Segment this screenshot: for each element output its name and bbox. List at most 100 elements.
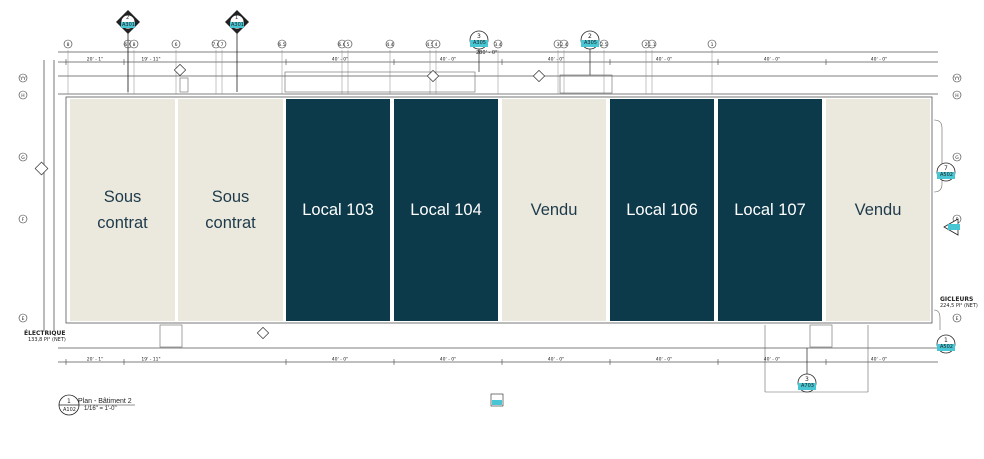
callout-a301-1[interactable] (225, 10, 249, 92)
plan-scale: 1/16" = 1'-0" (84, 406, 117, 412)
callout-a305-2-num: 2 (588, 33, 592, 40)
elevation-marker-right[interactable] (943, 218, 960, 236)
left-grid-bubble (18, 214, 28, 224)
unit-1-label: Sous contrat (97, 188, 148, 232)
plan-ref-sheet: A102 (63, 407, 76, 413)
unit-5[interactable]: Vendu (502, 99, 606, 321)
callout-a301-1-num: 1 (235, 15, 239, 21)
electrique-room-area: 133,8 PI² (NET) (28, 337, 66, 343)
unit-3[interactable]: Local 103 (286, 99, 390, 321)
grid-bubble-label: 7 (221, 42, 224, 48)
grid-bubble (493, 39, 503, 49)
unit-4-label: Local 104 (410, 201, 482, 219)
grid-bubble-label: 1 (711, 42, 714, 48)
callout-a305-3[interactable] (469, 30, 489, 72)
grid-bubble (559, 39, 569, 49)
grid-bubble-label: 3.4 (494, 42, 501, 48)
grid-bubble-label: 7.6 (212, 42, 219, 48)
dimension-label: 20' - 1" (87, 57, 103, 63)
dimension-label: 20' - 1" (87, 357, 103, 363)
unit-2[interactable]: Sous contrat (178, 99, 283, 321)
unit-7[interactable]: Local 107 (718, 99, 822, 321)
unit-7-label: Local 107 (734, 201, 806, 219)
dimension-label: 19' - 11" (141, 57, 160, 63)
grid-bubble-label: 4 (435, 42, 438, 48)
dimension-label: 40' - 0" (656, 57, 672, 63)
dimension-label: 19' - 11" (141, 357, 160, 363)
callout-a502-1[interactable] (936, 334, 956, 354)
right-grid-bubble-label: E (956, 316, 959, 322)
callout-a703-3-sheet: A703 (801, 383, 814, 389)
unit-1[interactable]: Sous contrat (70, 99, 175, 321)
left-grid-bubble-label: H (21, 93, 24, 99)
callout-a305-2-sheet: A305 (584, 40, 597, 46)
grid-bubble-label: 5 (347, 42, 350, 48)
dimension-label: 40' - 0" (871, 357, 887, 363)
unit-6-label: Local 106 (626, 201, 698, 219)
grid-bubble-label: 3 (557, 42, 560, 48)
callout-a502-7[interactable] (936, 162, 956, 182)
grid-bubble-label: 2.5 (600, 42, 607, 48)
left-grid-bubble (18, 73, 28, 83)
overall-dimension: 280' - 0" (476, 50, 498, 56)
grid-bubble-label: 6 (175, 42, 178, 48)
dimension-label: 40' - 0" (656, 357, 672, 363)
unit-3-label: Local 103 (302, 201, 374, 219)
gicleurs-room-area: 224,5 PI² (NET) (940, 303, 978, 309)
left-grid-bubble-label: YY (19, 76, 26, 82)
callout-a305-2[interactable] (580, 30, 600, 75)
dimension-label: 40' - 0" (764, 57, 780, 63)
callout-a301-2[interactable] (116, 10, 140, 92)
callout-a305-3-num: 3 (477, 33, 481, 40)
grid-bubbles: 86.9867.676.56.654.44.543.432.42.521.11 (63, 39, 717, 49)
grid-bubble (599, 39, 609, 49)
left-grid-bubble-label: F (22, 217, 25, 223)
callout-a703-3-num: 3 (805, 376, 809, 383)
right-grid-bubble (952, 73, 962, 83)
grid-bubble (431, 39, 441, 49)
top-dimensions: 20' - 1" 19' - 11" 40' - 0" 40' - 0" 40' - 0… (65, 57, 887, 65)
grid-bubble (343, 39, 353, 49)
unit-8[interactable]: Vendu (826, 99, 930, 321)
grid-bubble (171, 39, 181, 49)
unit-6[interactable]: Local 106 (610, 99, 714, 321)
unit-5-label: Vendu (530, 201, 578, 219)
dimension-label: 40' - 0" (332, 57, 348, 63)
building-outline (43, 51, 938, 363)
left-grid-bubble-label: G (21, 155, 25, 161)
callout-a502-1-num: 1 (944, 337, 948, 344)
unit-4[interactable]: Local 104 (394, 99, 498, 321)
grid-bubble-label: 8 (67, 42, 70, 48)
grid-bubble-label: 2 (645, 42, 648, 48)
electrique-room-label: ÉLECTRIQUE (24, 330, 66, 337)
right-grid-bubble-label: YY (953, 76, 960, 82)
right-grid-bubble (952, 90, 962, 100)
callout-a703-3[interactable] (797, 348, 817, 393)
left-grid-bubble (18, 152, 28, 162)
right-grid-bubble (952, 313, 962, 323)
unit-8-label: Vendu (854, 201, 902, 219)
rear-wall-details (159, 71, 943, 393)
gicleurs-room-label: GICLEURS (940, 296, 974, 303)
callout-a301-2-sheet: A301 (122, 22, 135, 28)
dimension-label: 40' - 0" (440, 57, 456, 63)
dimension-label: 40' - 0" (332, 357, 348, 363)
grid-bubble (707, 39, 717, 49)
plan-ref-number: 1 (67, 398, 71, 405)
right-grid-bubble (952, 152, 962, 162)
section-markers (34, 63, 546, 340)
right-grid-bubble-label: H (955, 93, 958, 99)
grid-bubble-label: 6.6 (338, 42, 345, 48)
bottom-dimensions: 20' - 1" 19' - 11" 40' - 0" 40' - 0" 40' - 0… (65, 357, 887, 365)
left-grid-bubble-label: E (22, 316, 25, 322)
unit-2-label: Sous contrat (205, 188, 256, 232)
bottom-tag-marker[interactable] (490, 393, 504, 407)
left-grid-bubble (18, 90, 28, 100)
callout-a502-1-sheet: A502 (940, 344, 953, 350)
plan-title-bubble (58, 394, 135, 416)
grid-bubble-label: 8 (133, 42, 136, 48)
callout-a502-7-sheet: A502 (940, 172, 953, 178)
left-grid-bubble (18, 313, 28, 323)
dimension-label: 40' - 0" (440, 357, 456, 363)
